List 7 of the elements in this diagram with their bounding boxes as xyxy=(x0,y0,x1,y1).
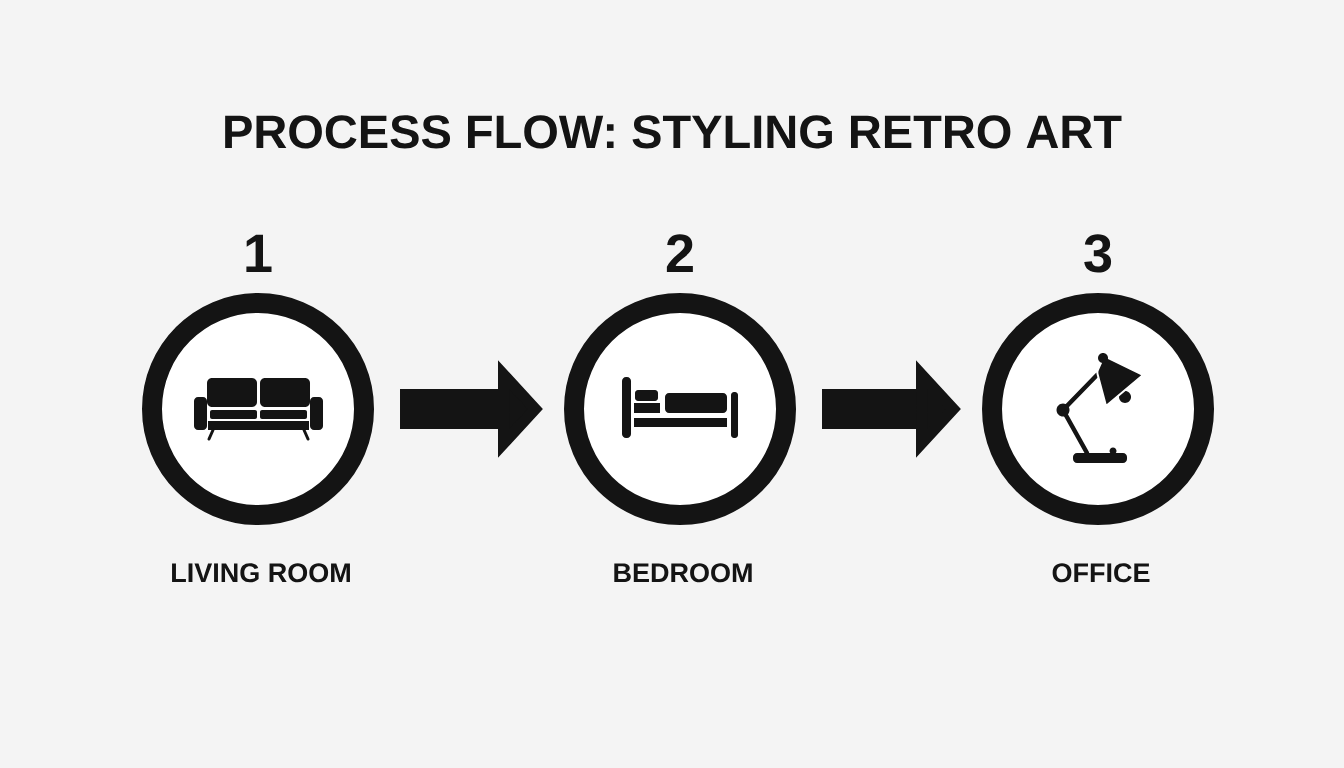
step-label: LIVING ROOM xyxy=(172,563,350,583)
step-label: OFFICE xyxy=(1052,563,1150,583)
step-number: 2 xyxy=(666,234,693,272)
step-number: 1 xyxy=(246,234,272,272)
title: PROCESS FLOW: STYLING RETRO ART xyxy=(225,115,1122,149)
step-number: 3 xyxy=(1084,234,1112,273)
step-label: BEDROOM xyxy=(614,563,752,583)
